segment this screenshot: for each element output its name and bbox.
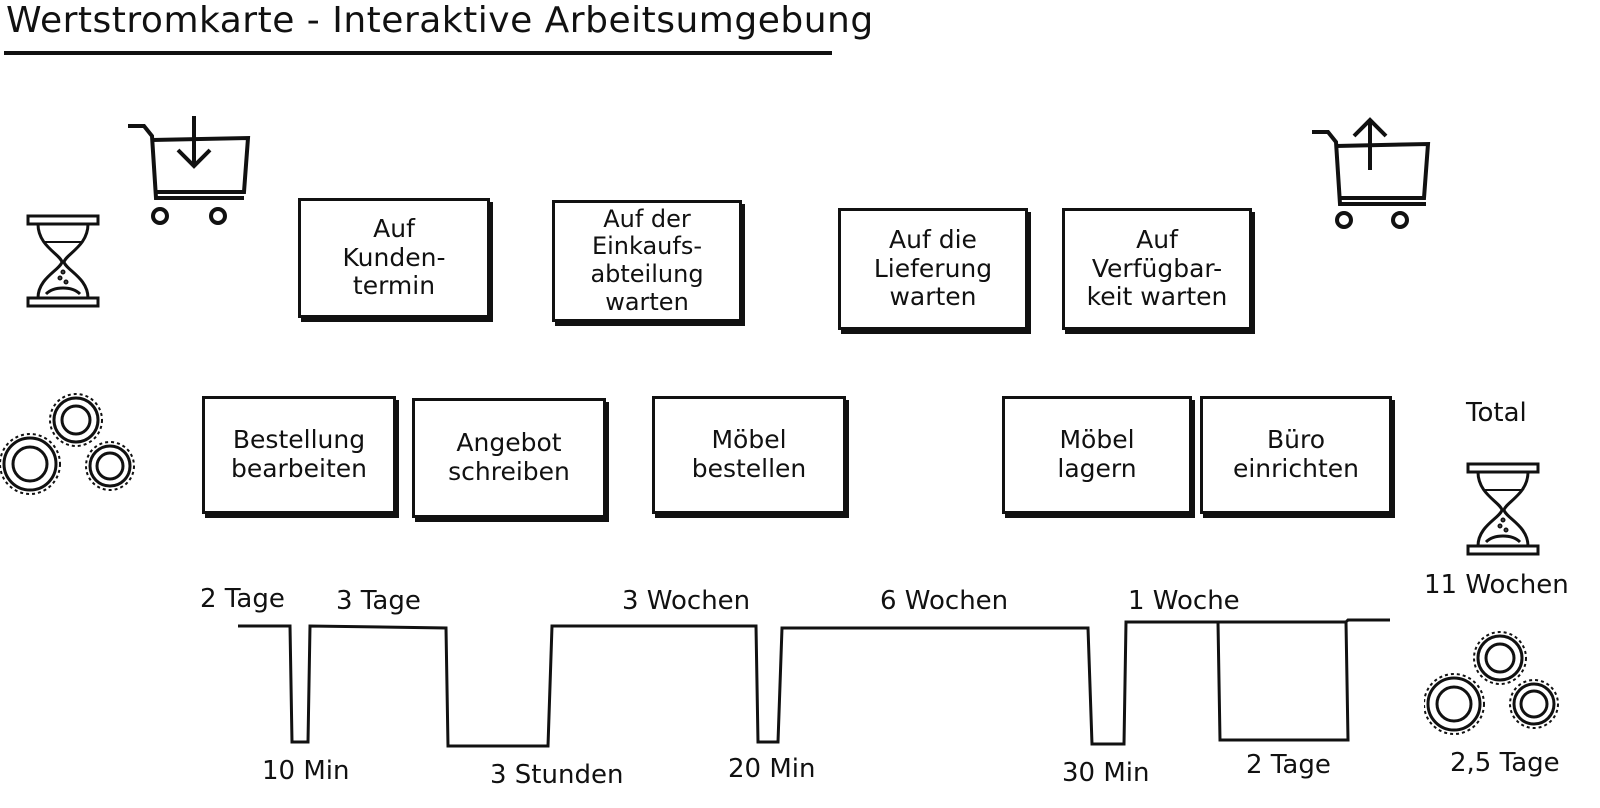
process-box-label: Angebot schreiben: [448, 428, 570, 486]
total-wait-time: 11 Wochen: [1424, 570, 1569, 600]
total-process-time: 2,5 Tage: [1450, 748, 1560, 778]
hourglass-icon: [1466, 462, 1540, 556]
title-underline: [4, 50, 832, 56]
shopping-cart-download-icon: [128, 116, 251, 225]
total-label: Total: [1466, 398, 1527, 428]
waiting-box-label: Auf Kunden- termin: [342, 213, 446, 301]
process-box-bestellung-bearbeiten[interactable]: Bestellung bearbeiten: [202, 396, 396, 514]
wait-time-label: 3 Wochen: [622, 586, 751, 616]
wait-time-label: 2 Tage: [200, 584, 285, 614]
waiting-box-kundentermin[interactable]: Auf Kunden- termin: [298, 198, 490, 318]
waiting-box-einkaufsabteilung[interactable]: Auf der Einkaufs- abteilung warten: [552, 200, 742, 322]
gears-icon: [0, 393, 135, 495]
waiting-box-label: Auf Verfügbar- keit warten: [1086, 224, 1228, 312]
wait-time-label: 1 Woche: [1128, 586, 1240, 616]
page-title: Wertstromkarte - Interaktive Arbeitsumge…: [6, 0, 874, 41]
process-box-angebot-schreiben[interactable]: Angebot schreiben: [412, 398, 606, 518]
waiting-box-verfuegbarkeit[interactable]: Auf Verfügbar- keit warten: [1062, 208, 1252, 330]
process-time-label: 2 Tage: [1246, 750, 1331, 780]
waiting-box-label: Auf der Einkaufs- abteilung warten: [590, 204, 704, 316]
process-time-label: 10 Min: [262, 756, 350, 786]
process-box-label: Büro einrichten: [1232, 425, 1359, 483]
process-box-buero-einrichten[interactable]: Büro einrichten: [1200, 396, 1392, 514]
process-box-label: Möbel lagern: [1057, 425, 1137, 483]
process-box-label: Bestellung bearbeiten: [230, 425, 368, 483]
waiting-box-lieferung[interactable]: Auf die Lieferung warten: [838, 208, 1028, 330]
gears-icon: [1424, 631, 1559, 735]
process-box-moebel-bestellen[interactable]: Möbel bestellen: [652, 396, 846, 514]
hourglass-icon: [26, 214, 100, 308]
shopping-cart-upload-icon: [1312, 117, 1431, 229]
timeline-line: [238, 618, 1390, 748]
process-time-label: 20 Min: [728, 754, 816, 784]
wait-time-label: 6 Wochen: [880, 586, 1009, 616]
process-time-label: 3 Stunden: [490, 760, 624, 790]
process-time-label: 30 Min: [1062, 758, 1150, 788]
wait-time-label: 3 Tage: [336, 586, 421, 616]
process-box-moebel-lagern[interactable]: Möbel lagern: [1002, 396, 1192, 514]
waiting-box-label: Auf die Lieferung warten: [873, 224, 993, 312]
process-box-label: Möbel bestellen: [691, 425, 807, 483]
